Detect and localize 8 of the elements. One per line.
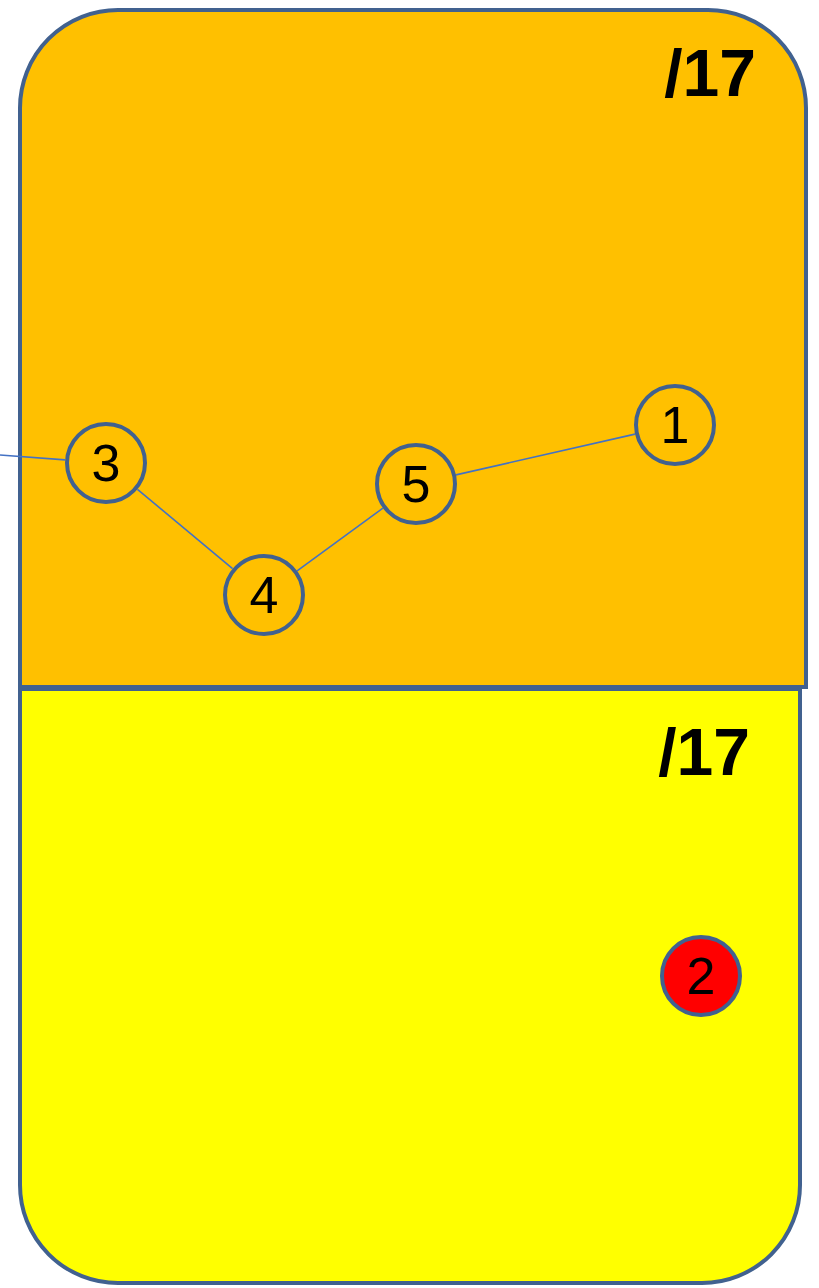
connector-line	[296, 507, 384, 572]
score-label: /17	[664, 40, 756, 106]
connector-line	[136, 488, 234, 570]
score-label: /17	[658, 719, 750, 785]
connector-line	[455, 433, 636, 476]
panel	[18, 8, 808, 689]
panel	[18, 687, 802, 1285]
connector-line	[0, 454, 66, 461]
